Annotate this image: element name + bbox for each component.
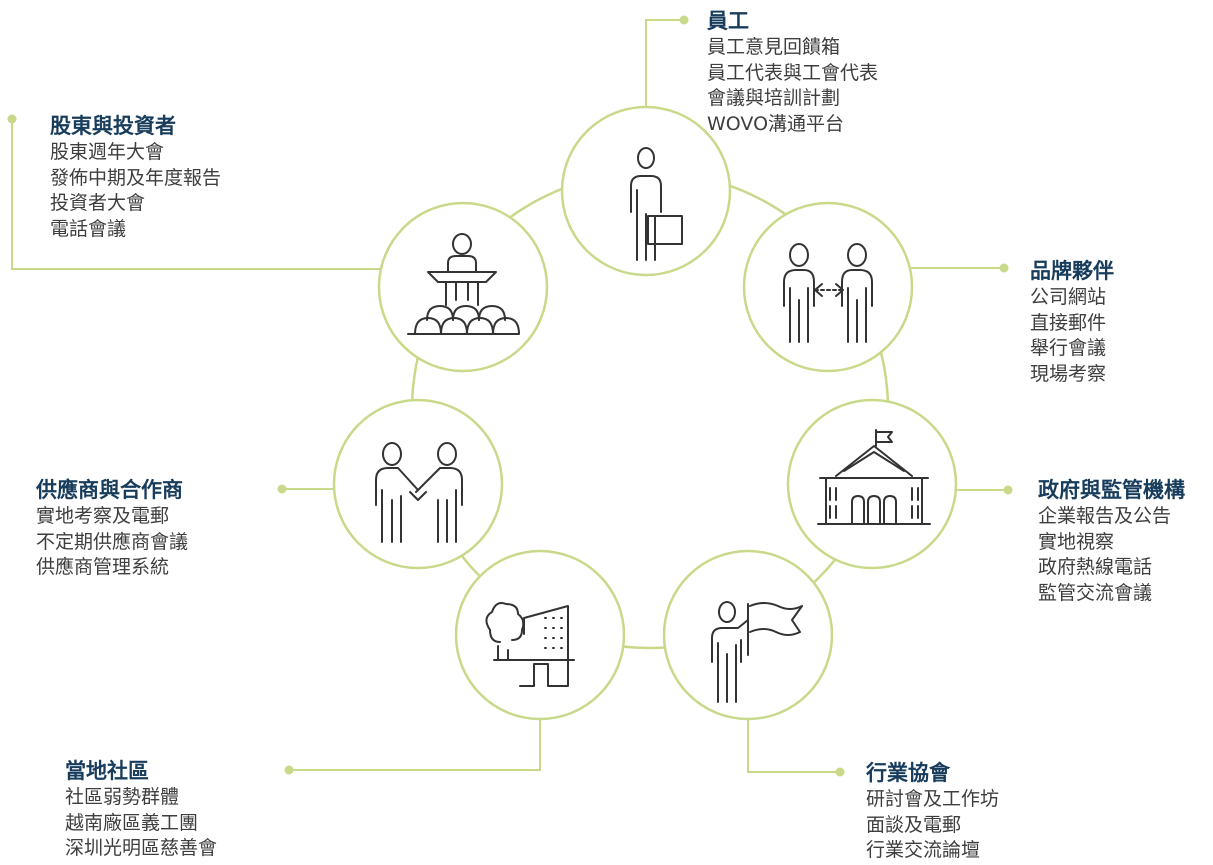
handshake-icon xyxy=(375,442,463,543)
stakeholder-title: 行業協會 xyxy=(866,761,950,785)
stakeholder-title: 股東與投資者 xyxy=(50,114,176,138)
list-item: 員工代表與工會代表 xyxy=(707,61,879,84)
list-item: 股東週年大會 xyxy=(50,141,165,163)
list-item: 電話會議 xyxy=(50,217,127,240)
shareholders-circle xyxy=(377,201,549,373)
connector-dot-suppliers xyxy=(277,484,287,494)
community-circle xyxy=(454,549,626,721)
list-item: WOVO溝通平台 xyxy=(707,112,845,135)
government-building-icon xyxy=(817,429,931,525)
stakeholder-title: 供應商與合作商 xyxy=(36,478,183,502)
suppliers-circle xyxy=(332,398,504,570)
stakeholder-title: 政府與監管機構 xyxy=(1038,478,1185,502)
connector-industry xyxy=(747,710,840,773)
list-item: 監管交流會議 xyxy=(1038,581,1153,604)
connector-lines xyxy=(7,15,1013,777)
list-item: 越南廠區義工團 xyxy=(65,811,199,834)
stakeholder-title: 當地社區 xyxy=(65,759,149,783)
connector-dot-brand-partners xyxy=(999,263,1009,273)
government-circle xyxy=(786,398,958,570)
connector-dot-government xyxy=(1003,485,1013,495)
stakeholder-title: 員工 xyxy=(707,9,749,33)
list-item: 員工意見回饋箱 xyxy=(707,36,841,58)
list-item: 政府熱線電話 xyxy=(1038,556,1153,578)
connector-employees xyxy=(645,19,684,140)
list-item: 會議與培訓計劃 xyxy=(707,87,841,109)
stakeholder-employees: 員工 員工意見回饋箱 員工代表與工會代表 會議與培訓計劃 WOVO溝通平台 xyxy=(707,8,878,137)
list-item: 現場考察 xyxy=(1030,362,1107,385)
list-item: 舉行會議 xyxy=(1030,337,1107,359)
stakeholder-industry: 行業協會 研討會及工作坊 面談及電郵 行業交流論壇 xyxy=(866,760,999,864)
list-item: 供應商管理系統 xyxy=(36,556,170,578)
employee-briefcase-icon xyxy=(630,147,683,261)
employees-circle xyxy=(560,105,732,277)
list-item: 投資者大會 xyxy=(50,192,146,214)
list-item: 面談及電郵 xyxy=(866,813,962,836)
list-item: 實地考察及電郵 xyxy=(36,505,170,527)
list-item: 社區弱勢群體 xyxy=(65,786,180,808)
connector-dot-employees xyxy=(679,15,689,25)
list-item: 研討會及工作坊 xyxy=(866,788,1000,810)
stakeholder-brand-partners: 品牌夥伴 公司網站 直接郵件 舉行會議 現場考察 xyxy=(1030,258,1114,387)
list-item: 直接郵件 xyxy=(1030,311,1107,334)
stakeholder-shareholders: 股東與投資者 股東週年大會 發佈中期及年度報告 投資者大會 電話會議 xyxy=(50,113,221,242)
connector-dot-industry xyxy=(835,767,845,777)
list-item: 發佈中期及年度報告 xyxy=(50,166,222,189)
partners-exchange-icon xyxy=(783,243,873,343)
stakeholder-title: 品牌夥伴 xyxy=(1030,259,1114,283)
stakeholder-community: 當地社區 社區弱勢群體 越南廠區義工團 深圳光明區慈善會 xyxy=(65,758,217,862)
list-item: 企業報告及公告 xyxy=(1038,505,1172,527)
connector-dot-shareholders xyxy=(7,114,17,124)
list-item: 深圳光明區慈善會 xyxy=(65,837,218,859)
list-item: 不定期供應商會議 xyxy=(36,530,189,553)
stakeholder-government: 政府與監管機構 企業報告及公告 實地視察 政府熱線電話 監管交流會議 xyxy=(1038,477,1185,606)
community-building-icon xyxy=(485,602,575,687)
list-item: 行業交流論壇 xyxy=(866,839,981,861)
list-item: 實地視察 xyxy=(1038,530,1115,553)
list-item: 公司網站 xyxy=(1030,286,1107,308)
connector-community xyxy=(289,710,541,771)
stakeholder-suppliers: 供應商與合作商 實地考察及電郵 不定期供應商會議 供應商管理系統 xyxy=(36,477,188,581)
connector-shareholders xyxy=(11,119,387,270)
podium-audience-icon xyxy=(407,233,520,335)
connector-dot-community xyxy=(284,765,294,775)
brand-partners-circle xyxy=(742,201,914,373)
person-flag-icon xyxy=(711,601,803,703)
